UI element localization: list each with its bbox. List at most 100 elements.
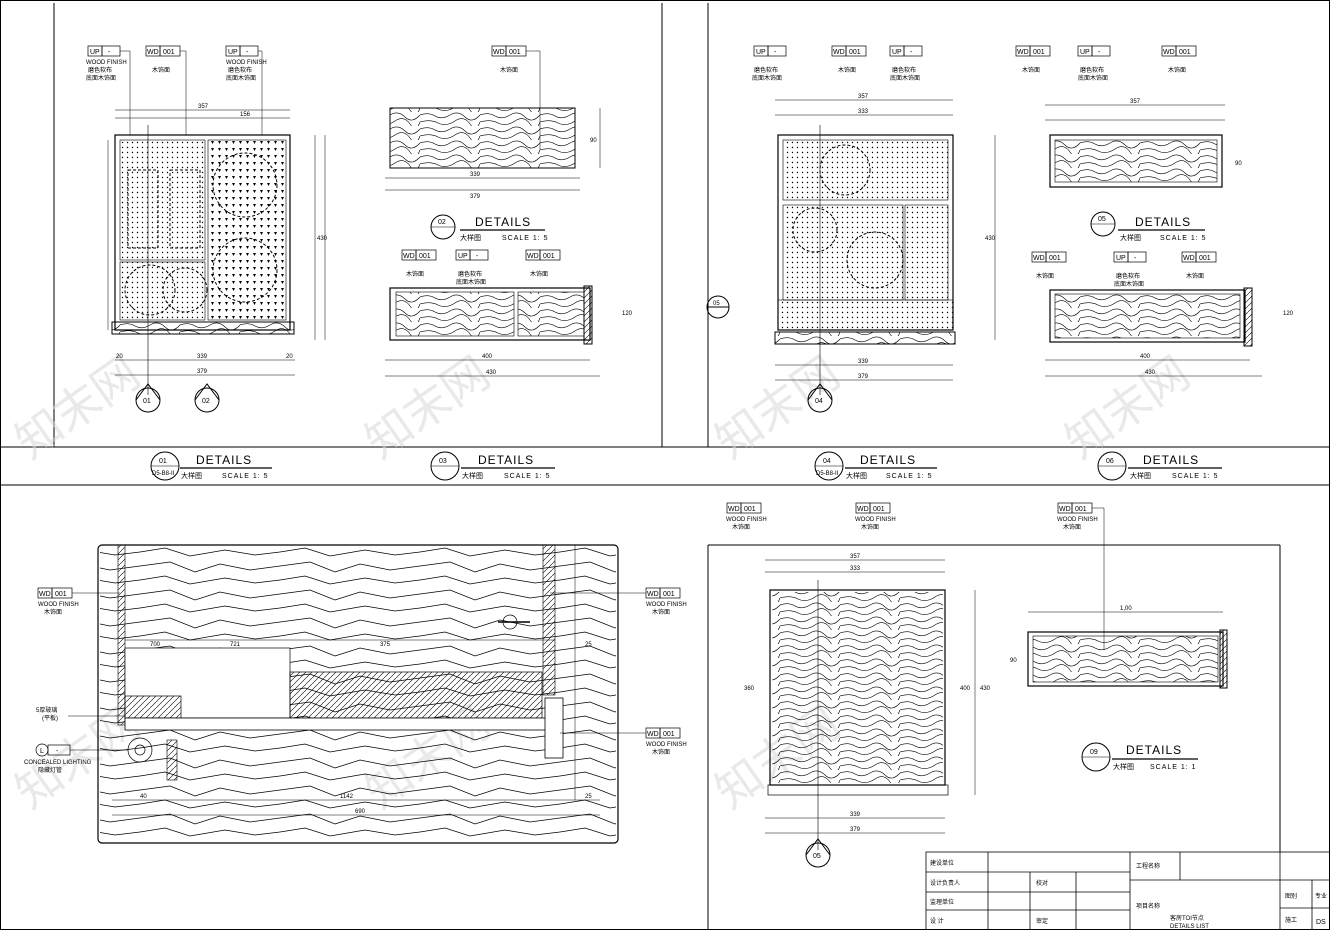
- svg-text:05: 05: [713, 301, 720, 307]
- svg-text:SCALE 1: 5: SCALE 1: 5: [502, 235, 549, 242]
- detail-01-elevation: [107, 109, 326, 395]
- detail-04-elevation: [774, 99, 996, 395]
- svg-text:木饰面: 木饰面: [530, 270, 548, 278]
- svg-text:建设单位: 建设单位: [930, 859, 954, 867]
- svg-text:02: 02: [202, 398, 210, 405]
- svg-text:WD: WD: [1059, 506, 1071, 513]
- svg-text:木饰面: 木饰面: [1036, 272, 1054, 280]
- svg-text:SCALE 1: 5: SCALE 1: 5: [504, 473, 551, 480]
- svg-text:05: 05: [813, 853, 821, 860]
- svg-text:(平板): (平板): [42, 714, 58, 722]
- svg-text:WOOD FINISH: WOOD FINISH: [1057, 517, 1098, 523]
- svg-text:700: 700: [150, 642, 161, 648]
- svg-text:001: 001: [543, 253, 555, 260]
- svg-text:-: -: [774, 49, 777, 56]
- svg-text:知末网: 知末网: [355, 346, 499, 469]
- svg-text:120: 120: [1283, 311, 1294, 317]
- svg-text:木饰面: 木饰面: [406, 270, 424, 278]
- detail-07-dims: 700 721 375 1142 690 40 25 25: [140, 642, 592, 815]
- svg-text:333: 333: [850, 566, 861, 572]
- svg-text:校对: 校对: [1036, 879, 1048, 887]
- svg-text:430: 430: [980, 686, 991, 692]
- svg-text:大样图: 大样图: [846, 471, 867, 480]
- svg-text:WD: WD: [647, 591, 659, 598]
- svg-text:40: 40: [140, 794, 147, 800]
- detail-06-dims: 400 430 120 WD 001 木饰面 UP - 磨色软布 底面木饰面 W…: [1031, 251, 1294, 376]
- svg-text:-: -: [476, 253, 479, 260]
- svg-text:WD: WD: [527, 253, 539, 260]
- svg-text:339: 339: [197, 354, 208, 360]
- detail-09-dims: 1,00 90 WD 001 WOOD FINISH 木饰面: [1010, 502, 1132, 664]
- svg-text:WD: WD: [493, 49, 505, 56]
- svg-text:D5-B8-II: D5-B8-II: [816, 471, 839, 477]
- detail-01-tags: UP - WOOD FINISH 磨色软布 底面木饰面 WD 001 木饰面 U…: [86, 45, 267, 135]
- svg-text:磨色软布: 磨色软布: [754, 66, 778, 74]
- svg-text:DETAILS: DETAILS: [1135, 215, 1191, 229]
- svg-text:03: 03: [439, 458, 447, 465]
- svg-text:客房TOI节点: 客房TOI节点: [1170, 914, 1204, 922]
- detail-09-title: 09 DETAILS 大样图 SCALE 1: 1: [1081, 742, 1198, 772]
- svg-text:DS: DS: [1316, 919, 1326, 926]
- svg-text:DETAILS: DETAILS: [860, 453, 916, 467]
- title-detail-04: 04 D5-B8-II DETAILS 大样图 SCALE 1: 5: [814, 451, 937, 481]
- svg-text:001: 001: [55, 591, 67, 598]
- svg-text:001: 001: [509, 49, 521, 56]
- svg-text:SCALE 1: 5: SCALE 1: 5: [1172, 473, 1219, 480]
- detail-07-section: [97, 544, 619, 844]
- svg-text:大样图: 大样图: [462, 471, 483, 480]
- svg-text:690: 690: [355, 809, 366, 815]
- svg-text:05: 05: [1098, 216, 1106, 223]
- svg-text:WD: WD: [1163, 49, 1175, 56]
- svg-text:DETAILS: DETAILS: [1126, 743, 1182, 757]
- svg-text:DETAILS LIST: DETAILS LIST: [1170, 924, 1209, 930]
- svg-text:木饰面: 木饰面: [500, 66, 518, 74]
- detail-09-panel: [1027, 611, 1228, 689]
- svg-text:09: 09: [1090, 749, 1098, 756]
- svg-text:工程名称: 工程名称: [1136, 862, 1160, 870]
- svg-text:木饰面: 木饰面: [652, 608, 670, 616]
- svg-text:WD: WD: [857, 506, 869, 513]
- svg-text:430: 430: [317, 236, 328, 242]
- svg-text:木饰面: 木饰面: [1168, 66, 1186, 74]
- svg-text:知末网: 知末网: [705, 346, 849, 469]
- detail-08-elevation: [765, 559, 976, 850]
- svg-text:CONCEALED LIGHTING: CONCEALED LIGHTING: [24, 760, 92, 766]
- svg-text:知末网: 知末网: [1055, 346, 1199, 469]
- svg-text:底面木饰面: 底面木饰面: [456, 278, 486, 286]
- svg-text:001: 001: [163, 49, 175, 56]
- svg-text:项目名称: 项目名称: [1136, 902, 1160, 910]
- svg-text:001: 001: [1075, 506, 1087, 513]
- detail-05-panel: [1045, 104, 1225, 188]
- svg-text:WD: WD: [647, 731, 659, 738]
- svg-text:WD: WD: [1183, 255, 1195, 262]
- detail-08-dims: 357 333 339 379 400 430 360 WD 001 WOOD …: [726, 502, 991, 833]
- svg-text:-: -: [246, 49, 249, 56]
- svg-text:磨色软布: 磨色软布: [1116, 272, 1140, 280]
- svg-text:375: 375: [380, 642, 391, 648]
- detail-03-panel: [385, 285, 600, 377]
- section-marker-01: 01: [135, 383, 161, 413]
- svg-text:UP: UP: [892, 49, 902, 56]
- svg-text:WD: WD: [1033, 255, 1045, 262]
- svg-text:001: 001: [1199, 255, 1211, 262]
- detail-06-panel: [1045, 287, 1262, 377]
- svg-text:底面木饰面: 底面木饰面: [86, 74, 116, 82]
- svg-text:430: 430: [486, 370, 497, 376]
- svg-text:设计负责人: 设计负责人: [930, 879, 960, 887]
- svg-text:木饰面: 木饰面: [652, 748, 670, 756]
- title-block-text: 建设单位 设计负责人 监理单位 设 计 校对 审定 工程名称 项目名称 客房TO…: [930, 859, 1327, 930]
- svg-text:大样图: 大样图: [181, 471, 202, 480]
- svg-text:WD: WD: [147, 49, 159, 56]
- svg-text:001: 001: [419, 253, 431, 260]
- svg-text:-: -: [1098, 49, 1101, 56]
- svg-text:360: 360: [744, 686, 755, 692]
- section-marker-05: 05: [706, 295, 730, 319]
- svg-text:木饰面: 木饰面: [1022, 66, 1040, 74]
- svg-text:WD: WD: [1017, 49, 1029, 56]
- svg-text:25: 25: [585, 794, 592, 800]
- svg-text:20: 20: [116, 354, 123, 360]
- svg-text:379: 379: [197, 369, 208, 375]
- svg-text:木饰面: 木饰面: [1063, 523, 1081, 531]
- svg-text:1142: 1142: [340, 794, 354, 800]
- svg-text:25: 25: [585, 642, 592, 648]
